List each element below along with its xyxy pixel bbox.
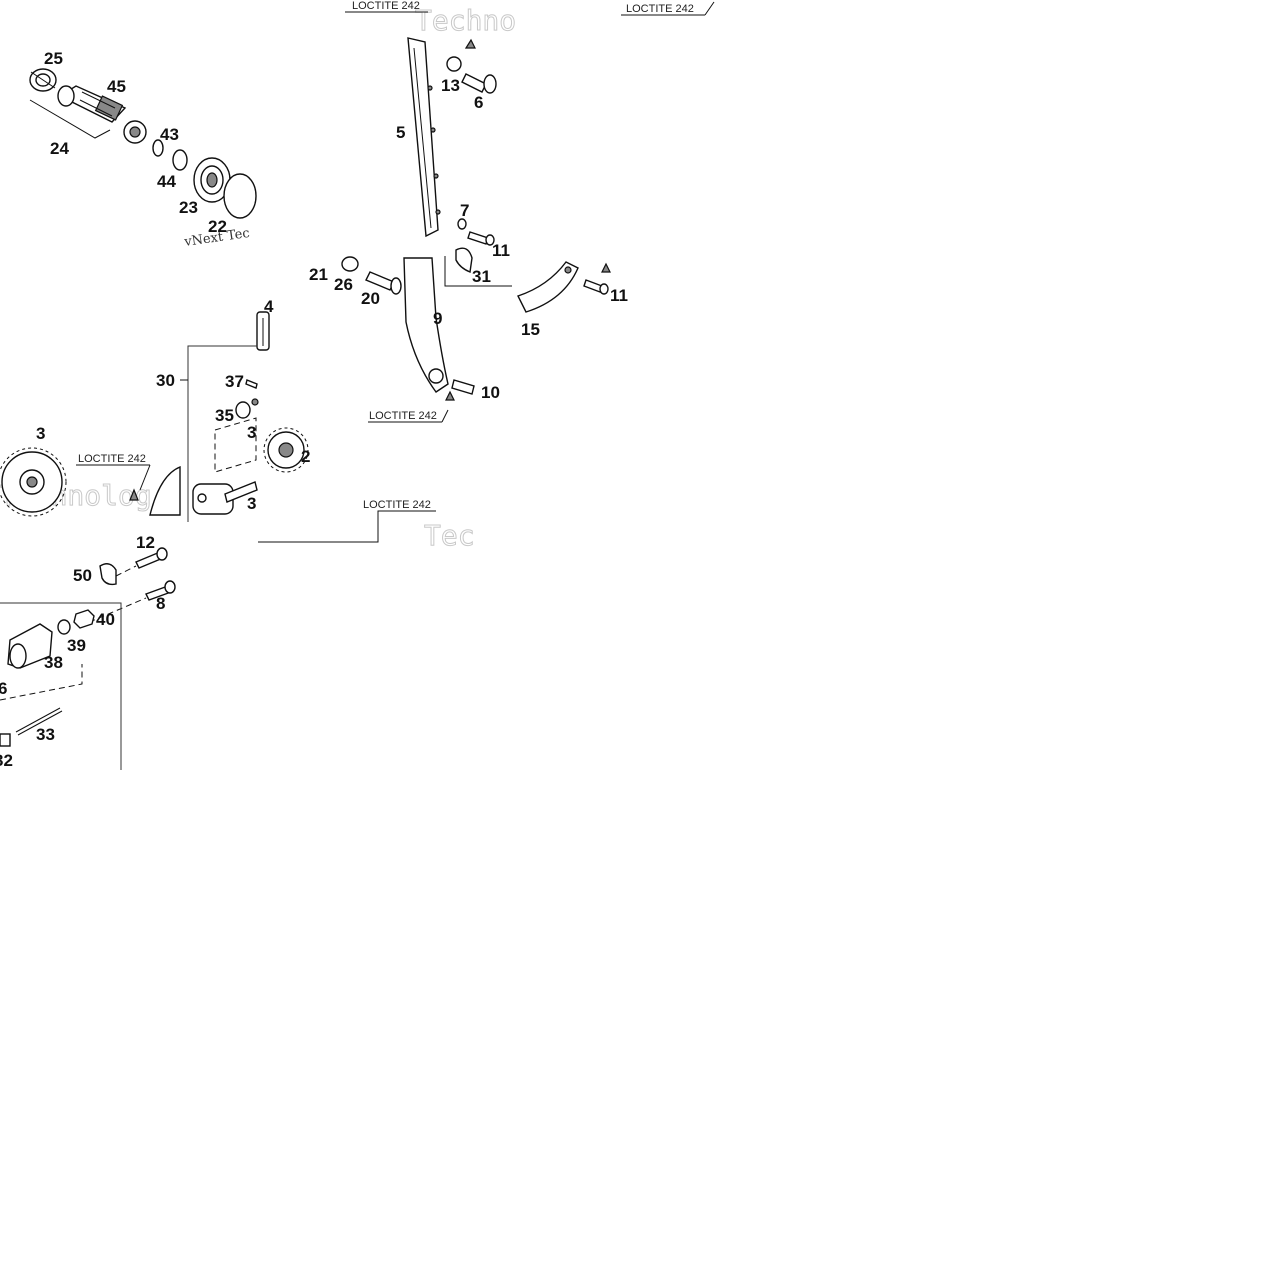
part-label-45: 45 [107, 77, 126, 96]
part-label-44: 44 [157, 172, 176, 191]
camshaft-assembly [29, 68, 257, 219]
part-label-25: 25 [44, 49, 63, 68]
part-label-3a: 3 [36, 424, 45, 443]
screw-8-part [79, 580, 176, 627]
needle-bearing-part [29, 68, 57, 92]
tensioner-rail-part [403, 257, 449, 393]
chain-guide-rail-part [407, 37, 441, 238]
circlip-part [223, 173, 257, 219]
washer-39-part [57, 619, 71, 635]
plug-35-part [235, 398, 259, 419]
part-label-38: 38 [44, 653, 63, 672]
part-label-22: 22 [208, 217, 227, 236]
loctite-drop-sprocket [129, 488, 139, 501]
part-label-33: 33 [36, 725, 55, 744]
part-label-8: 8 [156, 594, 165, 613]
bolt-3c-part [224, 481, 258, 503]
watermark-techno-top: Techno [415, 4, 516, 37]
part-label-12: 12 [136, 533, 155, 552]
dash-outline-left [214, 417, 257, 473]
spring-33-part [15, 707, 63, 736]
part-label-30: 30 [156, 371, 175, 390]
frame-30 [187, 345, 257, 522]
screw-12-part [135, 547, 168, 569]
guide-bolt-part [446, 38, 497, 94]
leader-loctite-top-right-tail [704, 1, 715, 16]
chain-guide-lower-part [149, 465, 181, 516]
leader-loctite-bottom [258, 510, 436, 543]
part-label-10: 10 [481, 383, 500, 402]
leader-31 [444, 256, 512, 287]
part-label-40: 40 [96, 610, 115, 629]
plug-40-part [73, 609, 95, 629]
ball-bearing-part [193, 157, 231, 203]
part-label-35: 35 [215, 406, 234, 425]
loctite-note-top: LOCTITE 242 [352, 0, 420, 12]
part-label-3b: 3 [247, 423, 256, 442]
part-label-7: 7 [460, 201, 469, 220]
part-label-43: 43 [160, 125, 179, 144]
loctite-note-sprocket: LOCTITE 242 [78, 453, 146, 465]
part-label-2: 2 [301, 447, 310, 466]
part-label-24: 24 [50, 139, 69, 158]
part-label-6b: 6 [0, 679, 7, 698]
part-label-21: 21 [309, 265, 328, 284]
dash-outline-tensioner [0, 664, 83, 701]
screw-11b-part [583, 262, 611, 295]
holder-31-part [455, 247, 473, 273]
part-label-39: 39 [67, 636, 86, 655]
bolt-10-part [445, 379, 475, 401]
washer-26-part [341, 256, 359, 272]
part-label-32: 32 [0, 751, 13, 770]
clamp-50-part [99, 563, 137, 586]
part-label-23: 23 [179, 198, 198, 217]
piston-32-part [0, 733, 11, 747]
leader-24 [29, 99, 111, 139]
part-label-6: 6 [474, 93, 483, 112]
tensioner-body-part [7, 623, 53, 669]
part-label-15: 15 [521, 320, 540, 339]
leader-loctite-sprocket-tail [139, 464, 151, 491]
frame-tensioner [0, 602, 122, 770]
part-label-26: 26 [334, 275, 353, 294]
sprocket-small-part [263, 427, 309, 473]
camshaft-part [57, 85, 127, 123]
o-ring-43-part [152, 139, 164, 157]
part-label-4: 4 [264, 297, 274, 316]
part-label-13: 13 [441, 76, 460, 95]
cam-bushing-hole [129, 126, 141, 138]
watermark-tiny-bottom: Tec [424, 519, 475, 552]
chain-link-part [256, 311, 270, 351]
bracket-part [517, 261, 579, 313]
o-ring-44-part [172, 149, 188, 171]
pin-37-part [245, 379, 258, 389]
washer-and-screw-7-11 [457, 218, 495, 246]
part-label-5: 5 [396, 123, 405, 142]
sprocket-large-part [0, 447, 67, 517]
part-label-11b: 11 [610, 286, 628, 305]
part-label-9: 9 [433, 309, 442, 328]
loctite-note-bottom: LOCTITE 242 [363, 499, 431, 511]
part-label-37: 37 [225, 372, 244, 391]
leader-loctite-guide-tail [441, 409, 449, 423]
loctite-note-guide: LOCTITE 242 [369, 410, 437, 422]
part-label-31: 31 [472, 267, 491, 286]
loctite-note-top-right: LOCTITE 242 [626, 3, 694, 15]
part-label-11a: 11 [492, 241, 510, 260]
part-label-50: 50 [73, 566, 92, 585]
part-label-3c: 3 [247, 494, 256, 513]
pivot-bolt-20-part [365, 271, 402, 295]
part-label-20: 20 [361, 289, 380, 308]
